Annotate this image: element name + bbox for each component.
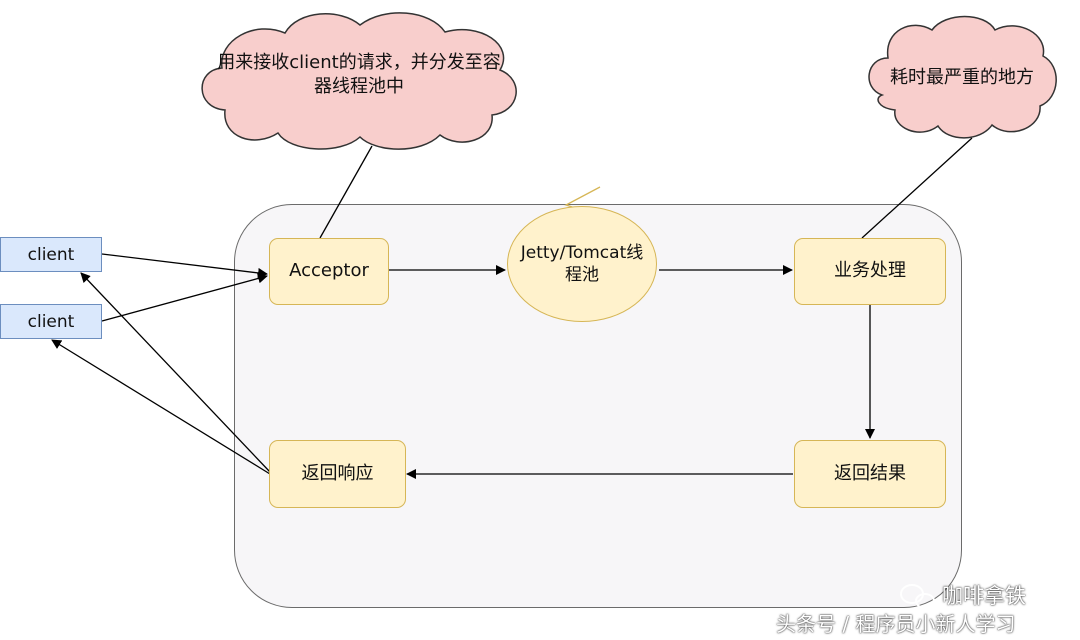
watermark-source: 头条号 / 程序员小新人学习 <box>776 612 1016 636</box>
thread-pool-node: Jetty/Tomcat线程池 <box>507 206 657 322</box>
wechat-icon <box>900 584 935 609</box>
watermark-brand: 咖啡拿铁 <box>942 584 1026 608</box>
connector-acceptor-note <box>319 145 373 239</box>
cloud-acceptor-note-text: 用来接收client的请求，并分发至容器线程池中 <box>217 51 501 97</box>
connector-business-note <box>861 137 973 239</box>
arrow-response-client2 <box>51 339 271 475</box>
return-response-node: 返回响应 <box>269 440 406 508</box>
cloud-business-note-text: 耗时最严重的地方 <box>890 66 1034 88</box>
arrow-response-client1 <box>80 272 271 473</box>
arrow-client1-acceptor <box>101 253 268 278</box>
arrow-client2-acceptor <box>101 273 268 322</box>
cloud-business-note <box>868 15 1057 139</box>
cloud-acceptor-note <box>201 12 517 150</box>
return-result-node: 返回结果 <box>794 440 946 508</box>
business-process-node: 业务处理 <box>794 238 946 305</box>
client-box-1: client <box>0 237 102 272</box>
acceptor-node: Acceptor <box>269 238 389 305</box>
client-box-2: client <box>0 304 102 339</box>
